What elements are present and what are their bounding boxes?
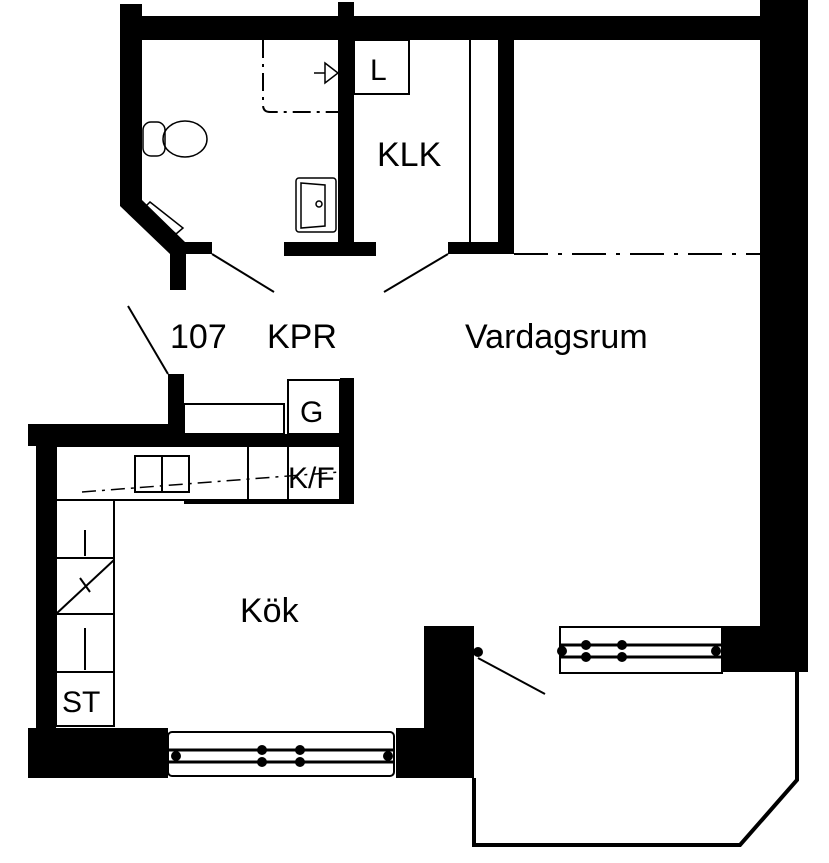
broom-closet-label: ST <box>62 686 100 719</box>
walls <box>28 0 808 778</box>
fixture-lines <box>55 39 799 847</box>
living-room-label: Vardagsrum <box>465 318 648 356</box>
entrance-label: KPR <box>267 318 337 356</box>
window-mullions <box>171 640 721 767</box>
linen-cabinet-label: L <box>370 54 387 87</box>
kitchen-label: Kök <box>240 592 300 630</box>
closet-label: KLK <box>377 136 442 174</box>
fridge-freezer-label: K/F <box>288 462 335 495</box>
wardrobe-label: G <box>300 396 323 429</box>
apartment-number: 107 <box>170 318 227 356</box>
